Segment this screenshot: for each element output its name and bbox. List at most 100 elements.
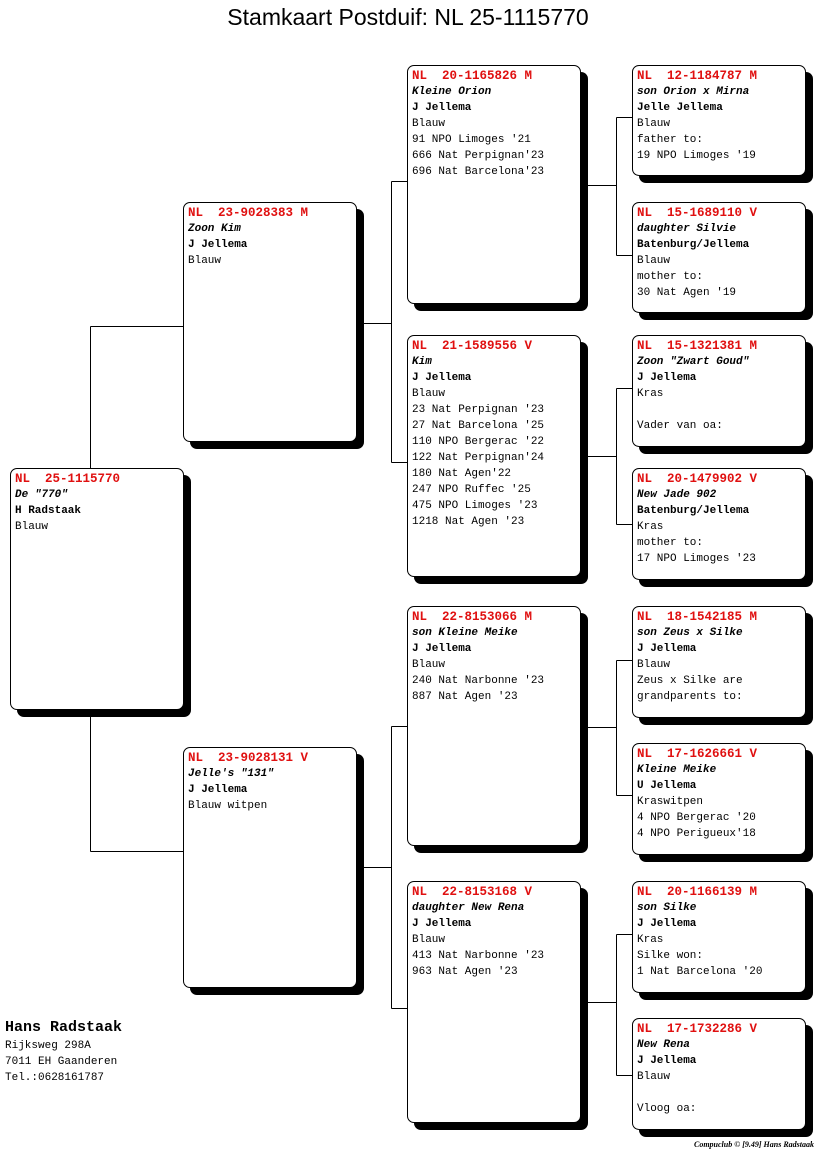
ring-number: NL 20-1165826 M [412, 69, 533, 83]
pigeon-name: Zoon "Zwart Goud" [637, 356, 750, 368]
ring-number: NL 23-9028131 V [188, 751, 309, 765]
ring-number: NL 25-1115770 [15, 472, 121, 486]
ring-number: NL 21-1589556 V [412, 339, 533, 353]
info-line: 23 Nat Perpignan '23 [412, 404, 545, 416]
info-line: 240 Nat Narbonne '23 [412, 675, 545, 687]
ring-number: NL 23-9028383 M [188, 206, 309, 220]
info-line: 110 NPO Bergerac '22 [412, 436, 545, 448]
info-line: 27 Nat Barcelona '25 [412, 420, 545, 432]
pigeon-name: son Kleine Meike [412, 627, 518, 639]
info-line: 180 Nat Agen'22 [412, 468, 512, 480]
info-line: 666 Nat Perpignan'23 [412, 150, 545, 162]
info-line [637, 402, 801, 418]
ring-number: NL 12-1184787 M [637, 69, 758, 83]
ring-number: NL 20-1166139 M [637, 885, 758, 899]
pigeon-name: New Rena [637, 1039, 690, 1051]
info-line: 4 NPO Perigueux'18 [637, 828, 756, 840]
pigeon-name: daughter Silvie [637, 223, 737, 235]
connector-mother [357, 726, 407, 1009]
info-line: Blauw [412, 934, 446, 946]
info-line: Zeus x Silke are [637, 675, 743, 687]
breeder-name: J Jellema [188, 784, 248, 796]
connector-mf [581, 660, 632, 796]
pigeon-name: son Silke [637, 902, 697, 914]
info-line: father to: [637, 134, 704, 146]
info-line: Silke won: [637, 950, 704, 962]
breeder-name: J Jellema [412, 372, 472, 384]
info-line: 91 NPO Limoges '21 [412, 134, 531, 146]
breeder-name: H Radstaak [15, 505, 82, 517]
ring-number: NL 15-1689110 V [637, 206, 758, 220]
connector-ff [581, 117, 632, 256]
breeder-name: J Jellema [412, 102, 472, 114]
pigeon-name: Kleine Meike [637, 764, 717, 776]
info-line: 475 NPO Limoges '23 [412, 500, 538, 512]
ring-number: NL 20-1479902 V [637, 472, 758, 486]
pigeon-card-fm-father: NL 15-1321381 M Zoon "Zwart Goud" J Jellem… [632, 335, 806, 447]
breeder-name: J Jellema [412, 918, 472, 930]
pigeon-name: son Orion x Mirna [637, 86, 750, 98]
owner-address: Rijksweg 298A [5, 1040, 91, 1052]
breeder-name: J Jellema [637, 918, 697, 930]
info-line: 30 Nat Agen '19 [637, 287, 737, 299]
info-line: Blauw [637, 255, 671, 267]
ring-number: NL 15-1321381 M [637, 339, 758, 353]
connector-father [357, 181, 407, 463]
footer-credit: Compuclub © [9.49] Hans Radstaak [694, 1140, 814, 1149]
breeder-name: J Jellema [637, 372, 697, 384]
breeder-name: J Jellema [637, 1055, 697, 1067]
info-line: 1218 Nat Agen '23 [412, 516, 525, 528]
info-line: Kras [637, 934, 664, 946]
info-line: Blauw [637, 1071, 671, 1083]
breeder-name: Batenburg/Jellema [637, 239, 750, 251]
owner-phone: Tel.:0628161787 [5, 1072, 105, 1084]
info-line: 413 Nat Narbonne '23 [412, 950, 545, 962]
info-line: 1 Nat Barcelona '20 [637, 966, 763, 978]
breeder-name: J Jellema [412, 643, 472, 655]
breeder-name: J Jellema [637, 643, 697, 655]
ring-number: NL 22-8153168 V [412, 885, 533, 899]
info-line: Blauw [412, 388, 446, 400]
owner-city: 7011 EH Gaanderen [5, 1056, 118, 1068]
info-line: 247 NPO Ruffec '25 [412, 484, 531, 496]
breeder-name: Batenburg/Jellema [637, 505, 750, 517]
pigeon-name: daughter New Rena [412, 902, 525, 914]
pigeon-name: Zoon Kim [188, 223, 241, 235]
owner-name: Hans Radstaak [5, 1019, 123, 1036]
info-line: Kras [637, 521, 664, 533]
breeder-name: Jelle Jellema [637, 102, 723, 114]
info-line: 17 NPO Limoges '23 [637, 553, 756, 565]
info-line: Kraswitpen [637, 796, 704, 808]
info-line: 122 Nat Perpignan'24 [412, 452, 545, 464]
owner-info: Hans Radstaak Rijksweg 298A 7011 EH Gaan… [5, 1018, 122, 1086]
pigeon-name: New Jade 902 [637, 489, 717, 501]
info-line: Vloog oa: [637, 1103, 697, 1115]
ring-number: NL 17-1732286 V [637, 1022, 758, 1036]
info-line: Vader van oa: [637, 420, 723, 432]
info-line: Blauw [412, 659, 446, 671]
pigeon-name: son Zeus x Silke [637, 627, 743, 639]
info-line: 696 Nat Barcelona'23 [412, 166, 545, 178]
pigeon-name: Kim [412, 356, 432, 368]
info-line: grandparents to: [637, 691, 743, 703]
info-line: Blauw [637, 118, 671, 130]
info-line: mother to: [637, 537, 704, 549]
info-line: Blauw [15, 521, 49, 533]
info-line: 887 Nat Agen '23 [412, 691, 518, 703]
pigeon-name: Kleine Orion [412, 86, 492, 98]
breeder-name: J Jellema [188, 239, 248, 251]
info-line: 963 Nat Agen '23 [412, 966, 518, 978]
